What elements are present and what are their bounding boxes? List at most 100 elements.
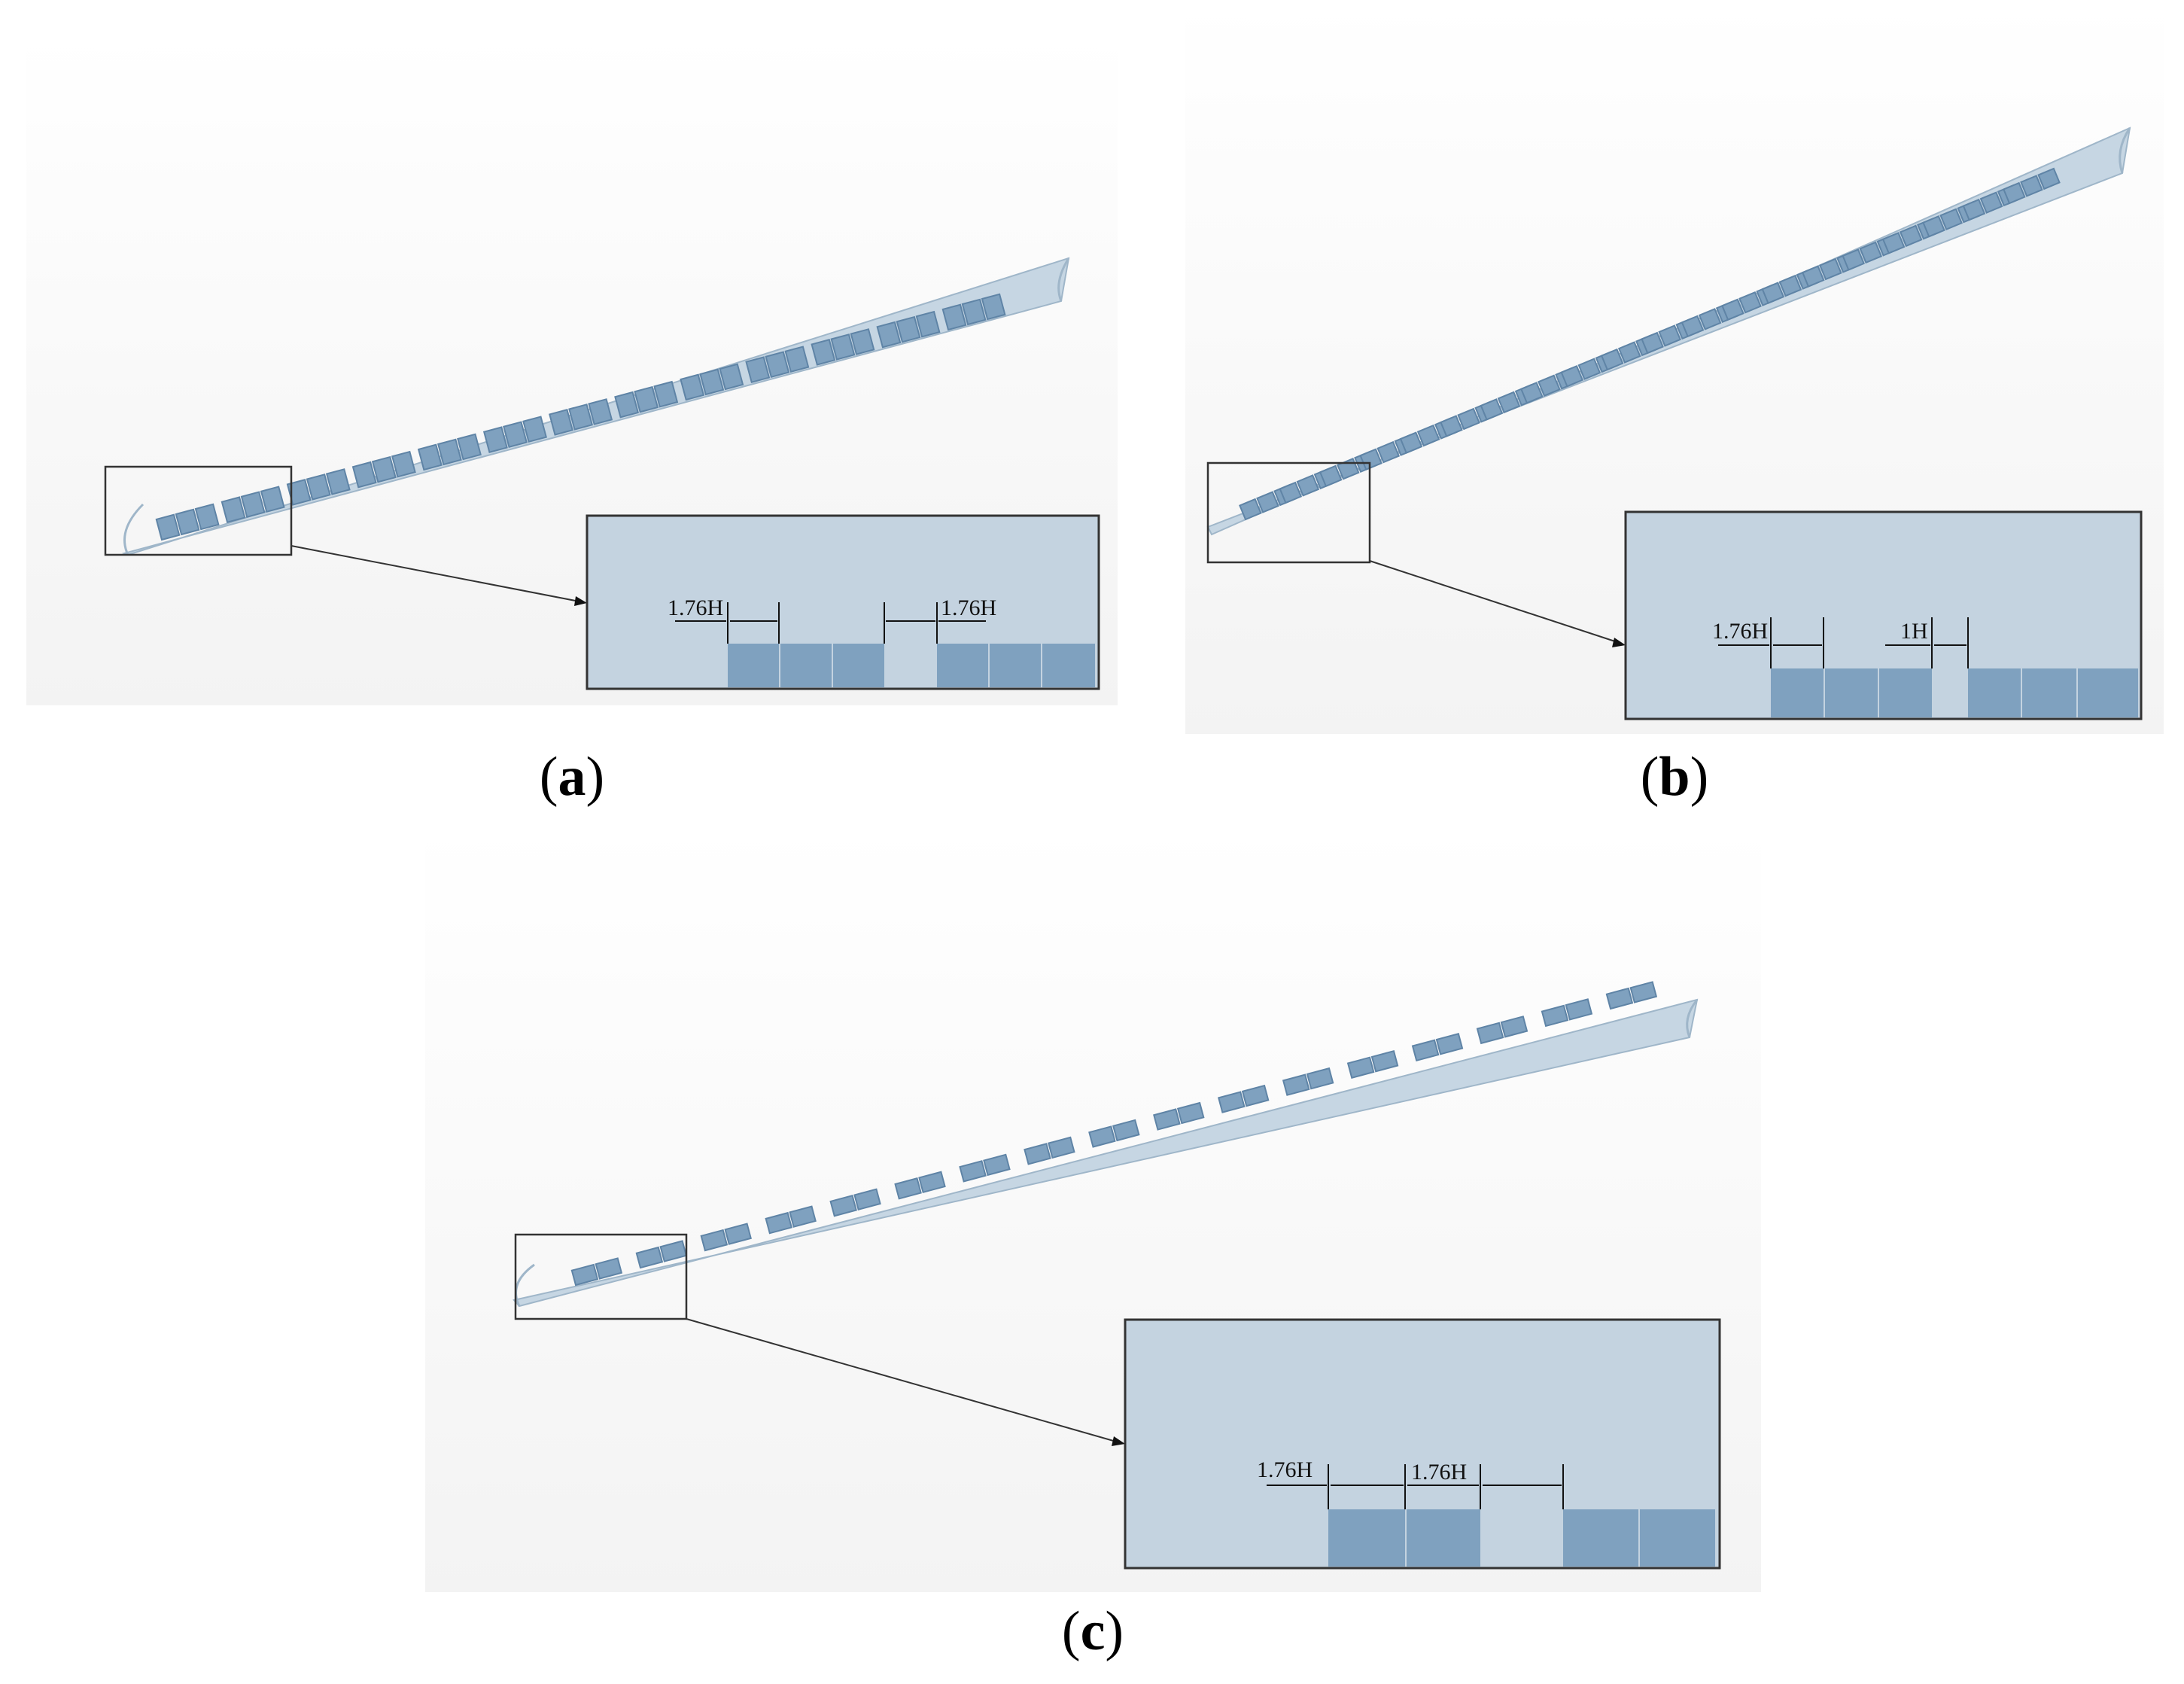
tunnel-block (915, 310, 941, 338)
block-groups (1239, 167, 2061, 521)
tunnel-start-cap (515, 1263, 535, 1307)
tunnel-block (595, 1257, 623, 1280)
zoom-box (514, 1233, 688, 1320)
tunnel-block (1497, 391, 1521, 414)
block-group (221, 486, 285, 523)
panel-c-drawing: 1.76H 1.76H (513, 981, 1721, 1570)
caption-b: (b) (1640, 746, 1709, 808)
block-group (1541, 998, 1593, 1028)
leader-arrowhead (574, 596, 587, 606)
block-group (1476, 1016, 1528, 1045)
tunnel-block (306, 474, 331, 501)
tunnel-body (513, 998, 1699, 1308)
inset-block (1640, 1509, 1715, 1567)
tunnel-block (351, 461, 377, 489)
tunnel-block (457, 433, 482, 461)
tunnel-block (1457, 407, 1480, 431)
tunnel-block (1480, 398, 1504, 421)
inset-block (1825, 668, 1878, 717)
inset-block (1042, 644, 1095, 687)
block-group (1153, 1101, 1205, 1131)
zoom-leader-line (686, 1318, 1122, 1444)
tunnel-block (1319, 464, 1343, 488)
block-group (482, 416, 548, 453)
block-group (765, 1205, 817, 1235)
zoom-box (1206, 461, 1371, 564)
tunnel-block (568, 403, 593, 431)
dimension-label-2: 1H (1900, 619, 1928, 644)
dimension-label-2: 1.76H (1411, 1460, 1467, 1485)
block-group (959, 1153, 1011, 1183)
block-groups (570, 981, 1658, 1287)
tunnel-block (680, 373, 705, 401)
dimension-lines (675, 602, 986, 644)
tunnel-block (1239, 498, 1262, 521)
tunnel-block (417, 443, 443, 471)
tunnel-end-cap (1686, 999, 1699, 1038)
tunnel-block (1440, 415, 1463, 437)
block-group (417, 433, 482, 471)
tunnel-block (1541, 1004, 1569, 1028)
inset-block (1771, 668, 1824, 717)
panel-b-drawing: 1.76H 1H (1206, 126, 2143, 720)
zoom-leader-line (290, 545, 584, 603)
block-group (700, 1223, 752, 1252)
inset: 1.76H 1.76H (586, 514, 1100, 690)
tunnel-block (894, 1177, 922, 1200)
tunnel-block (1282, 1073, 1310, 1096)
tunnel-block (896, 315, 921, 343)
tunnel-block (371, 455, 397, 483)
block-group (635, 1240, 688, 1269)
tunnel-block (1801, 265, 1825, 288)
tunnel-block (1600, 348, 1624, 371)
tunnel-end-cap (1057, 257, 1070, 302)
block-group (894, 1171, 946, 1200)
tunnel-block (918, 1171, 946, 1194)
tunnel-block (765, 351, 790, 379)
tunnel-block (1241, 1084, 1270, 1107)
tunnel-block (983, 1153, 1011, 1177)
dimension-lines (1267, 1464, 1564, 1509)
panel-a: 1.76H 1.76H (26, 34, 1118, 705)
tunnel-block (1761, 282, 1785, 304)
tunnel-block (325, 468, 351, 495)
block-group (2003, 167, 2061, 205)
inset: 1.76H 1.76H (1124, 1318, 1721, 1570)
tunnel-block (1577, 358, 1601, 380)
tunnel-block (1519, 382, 1544, 404)
tunnel-block (829, 1194, 857, 1217)
block-group (570, 1257, 623, 1287)
tunnel-block (1376, 440, 1400, 464)
tunnel-end-cap (2119, 127, 2131, 174)
tunnel-block (1435, 1033, 1464, 1055)
tunnel-block (155, 513, 181, 541)
tunnel-block (221, 496, 246, 523)
tunnel-block (1411, 1039, 1440, 1062)
block-group (155, 503, 220, 541)
tunnel-block (1500, 1016, 1528, 1038)
tunnel-block (1399, 431, 1423, 454)
tunnel-block (522, 416, 548, 443)
tunnel-block (482, 426, 508, 453)
dimension-label-2: 1.76H (941, 595, 996, 620)
tunnel-block (1306, 1067, 1334, 1090)
inset-block (833, 644, 884, 687)
tunnel-block (724, 1223, 752, 1245)
panel-b: 1.76H 1H (1185, 0, 2164, 734)
tunnel-block (1962, 198, 1986, 221)
caption-a: (a) (539, 746, 605, 808)
tunnel-block (503, 421, 528, 449)
inset-block (990, 644, 1041, 687)
tunnel-block (1617, 341, 1641, 364)
tunnel-block (1476, 1022, 1504, 1045)
tunnel-block (1979, 191, 2003, 214)
tunnel-block (240, 491, 266, 519)
inset-block (728, 644, 779, 687)
tunnel-block (286, 479, 312, 506)
caption-c: (c) (1061, 1600, 1124, 1662)
tunnel-block (1605, 987, 1634, 1010)
block-group (876, 310, 941, 349)
tunnel-block (1698, 308, 1722, 330)
tunnel-block (700, 1229, 729, 1252)
block-group (811, 328, 875, 366)
